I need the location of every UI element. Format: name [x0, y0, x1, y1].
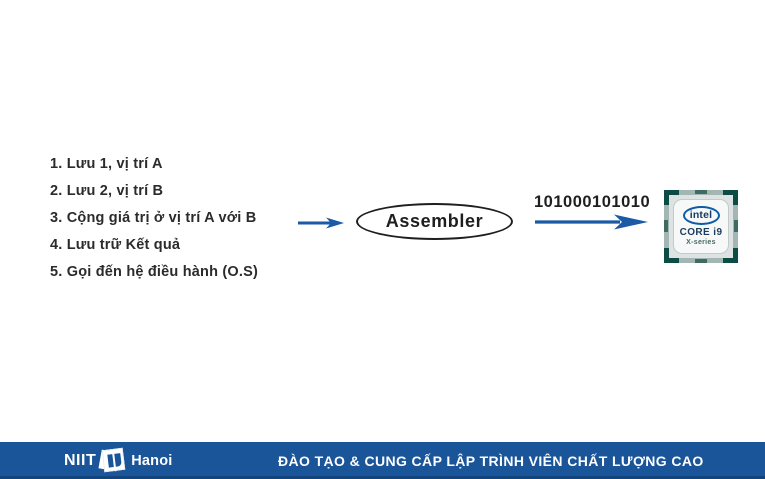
- intel-logo-text: intel: [689, 209, 713, 222]
- chip-heat-spreader: intel CORE i9 X-series: [673, 199, 729, 254]
- intel-logo: intel: [682, 205, 720, 225]
- machine-code-label: 101000101010: [534, 193, 651, 211]
- niit-hanoi-logo: NIIT Hanoi: [64, 447, 173, 475]
- niit-logo-text: NIIT: [64, 451, 97, 469]
- instruction-step-5: 5. Gọi đến hệ điều hành (O.S): [50, 264, 259, 280]
- footer-bar: NIIT Hanoi ĐÀO TẠO & CUNG CẤP LẬP TRÌNH …: [0, 442, 765, 479]
- arrow-right-icon: [535, 214, 648, 230]
- cpu-chip: intel CORE i9 X-series: [664, 190, 738, 263]
- assembler-label: Assembler: [385, 211, 484, 231]
- chip-notch: [695, 259, 707, 263]
- instruction-step-1: 1. Lưu 1, vị trí A: [50, 156, 163, 172]
- niit-logo-city: Hanoi: [131, 452, 173, 469]
- instruction-step-3: 3. Cộng giá trị ở vị trí A với B: [50, 210, 257, 226]
- instruction-step-4: 4. Lưu trữ Kết quả: [50, 237, 181, 253]
- instruction-list: 1. Lưu 1, vị trí A 2. Lưu 2, vị trí B 3.…: [50, 151, 258, 286]
- footer-bottom-strip: [0, 476, 765, 479]
- chip-notch: [695, 190, 707, 194]
- arrow-right-icon: [298, 217, 344, 229]
- assembler-node: Assembler: [356, 203, 513, 240]
- instruction-step-2: 2. Lưu 2, vị trí B: [50, 183, 164, 199]
- chip-substrate: intel CORE i9 X-series: [669, 195, 733, 258]
- niit-logo-icon: [98, 447, 128, 475]
- chip-series-label: X-series: [686, 238, 716, 246]
- chip-notch: [734, 220, 738, 232]
- chip-notch: [664, 220, 668, 232]
- footer-slogan: ĐÀO TẠO & CUNG CẤP LẬP TRÌNH VIÊN CHẤT L…: [278, 452, 704, 469]
- chip-model-label: CORE i9: [679, 226, 723, 238]
